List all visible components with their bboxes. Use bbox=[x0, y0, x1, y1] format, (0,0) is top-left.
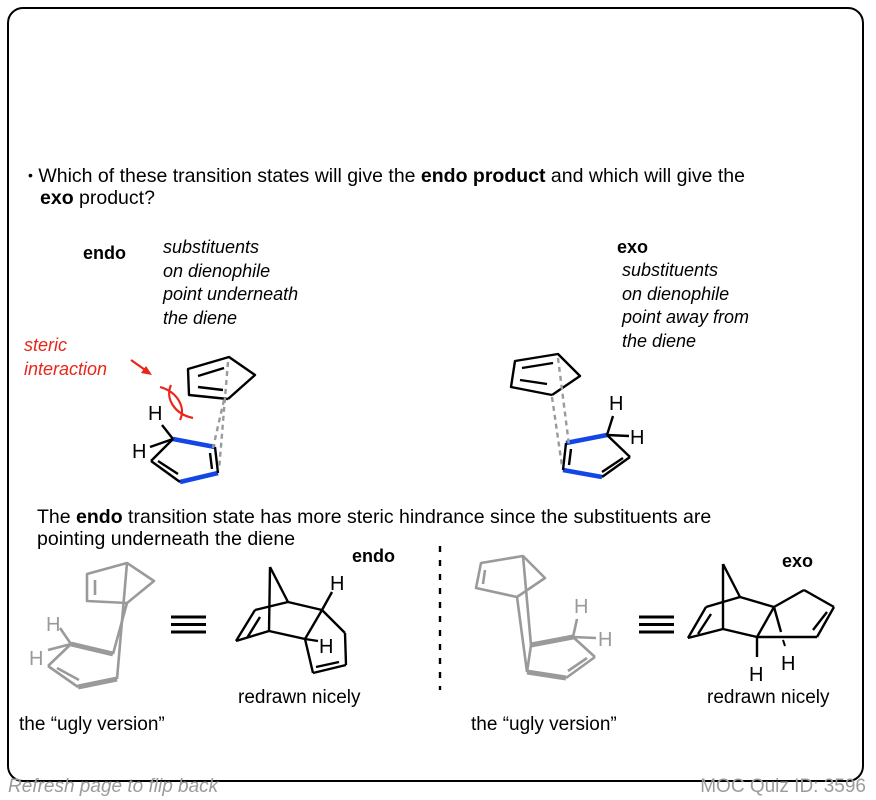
exo-nice-structure bbox=[686, 563, 836, 657]
exo-nice-h2: H bbox=[781, 653, 795, 675]
quiz-id: MOC Quiz ID: 3596 bbox=[700, 776, 866, 797]
endo-ts-description: substituents on dienophile point underne… bbox=[163, 237, 299, 328]
exo-ts-diene bbox=[509, 352, 582, 397]
exo-ts-dienophile bbox=[561, 415, 631, 480]
endo-ugly-structure bbox=[47, 561, 156, 690]
steric-interaction-label: steric interaction bbox=[24, 335, 108, 379]
endo-product-label: endo bbox=[352, 546, 395, 566]
explanation-text-line2: pointing underneath the diene bbox=[37, 528, 296, 550]
equivalent-icon bbox=[639, 615, 674, 634]
exo-ugly-h1: H bbox=[574, 596, 588, 618]
endo-ts-label: endo bbox=[83, 243, 126, 263]
exo-ugly-structure bbox=[474, 554, 597, 681]
steric-clash-icon bbox=[159, 384, 194, 421]
exo-ts-h1: H bbox=[609, 393, 623, 415]
endo-ugly-h2: H bbox=[29, 648, 43, 670]
equivalent-icon bbox=[171, 615, 206, 634]
exo-ts-description: substituents on dienophile point away fr… bbox=[622, 260, 750, 351]
endo-ts-forming-bonds bbox=[211, 361, 230, 471]
endo-ts-h2: H bbox=[132, 441, 146, 463]
exo-ts-h2: H bbox=[630, 427, 644, 449]
endo-nice-caption: redrawn nicely bbox=[238, 687, 361, 708]
exo-ts-forming-bonds bbox=[550, 357, 571, 467]
endo-ts-diene bbox=[186, 355, 257, 401]
exo-nice-caption: redrawn nicely bbox=[707, 687, 830, 708]
endo-nice-h2: H bbox=[319, 636, 333, 658]
explanation-text: The endo transition state has more steri… bbox=[37, 506, 712, 528]
endo-ts-dienophile bbox=[149, 424, 220, 485]
exo-ugly-caption: the “ugly version” bbox=[471, 714, 617, 735]
question-text: • Which of these transition states will … bbox=[28, 165, 745, 187]
exo-ugly-h2: H bbox=[598, 629, 612, 651]
endo-nice-structure bbox=[234, 566, 348, 675]
endo-ugly-h1: H bbox=[46, 614, 60, 636]
endo-ugly-caption: the “ugly version” bbox=[19, 714, 165, 735]
exo-product-label: exo bbox=[782, 551, 814, 571]
question-text-line2: exo product? bbox=[40, 187, 155, 209]
endo-nice-h1: H bbox=[330, 573, 344, 595]
exo-nice-h1: H bbox=[749, 664, 763, 686]
bullet: • bbox=[28, 167, 33, 183]
endo-ts-h1: H bbox=[148, 403, 162, 425]
quiz-card[interactable] bbox=[7, 7, 864, 782]
refresh-hint[interactable]: Refresh page to flip back bbox=[8, 776, 219, 797]
steric-arrow-icon bbox=[130, 359, 152, 375]
exo-ts-label: exo bbox=[617, 237, 649, 257]
